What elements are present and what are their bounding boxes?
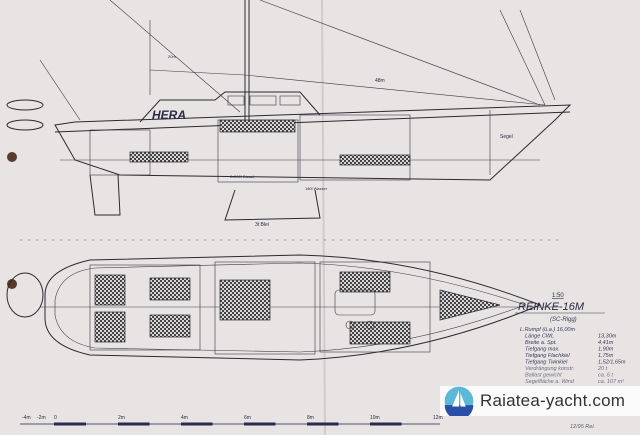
spec-value: 20 t [597,366,608,372]
title-block: 1:50 REINKE-16M (SC-Rigg) L.Rumpf (ü.a.)… [515,293,626,430]
spec-value: 1,75m [598,353,614,359]
backstay [109,0,241,113]
keel-ballast-label: 3t Blei [255,222,269,228]
hull-profile [54,104,572,181]
scale-segment [244,422,276,426]
scale-tick-label: 8m [307,415,314,421]
side-elevation: HERA 3t Blei 2x500l Diesel 180l Wasser S… [6,0,572,228]
scale-tick-label: -4m [22,415,31,421]
spec-label: Tiefgang Twinkiel [525,360,568,366]
spreader-label: 20m [168,54,176,59]
pin-hole [7,152,17,162]
scale-segment [118,422,150,426]
svg-text:L.Rumpf (ü.a.) 16,00m: L.Rumpf (ü.a.) 16,00m [520,327,575,333]
scale-tick-label: -2m [37,415,46,421]
boat-name: HERA [152,108,186,122]
scale-tick-label: 2m [118,415,125,421]
dinghy [6,99,44,111]
keel [224,189,321,221]
model-title: REINKE-16M [518,301,585,313]
paper-fold [321,0,326,435]
spec-label: Verdrängung konstr. [525,366,574,372]
spec-label: Breite a. Spt. [525,340,557,346]
rig-type: (SC-Rigg) [550,317,577,323]
scale-tick-label: 12m [433,415,443,421]
spec-label: Tiefgang Flachkiel [525,353,570,359]
pin-hole [7,279,17,289]
scale-tick-label: 4m [181,415,188,421]
spec-value: 1,52/1,65m [598,360,626,366]
scale-tick-label: 6m [244,415,251,421]
hull-plan-outline [44,254,542,361]
signature: 12/95 Rei. [570,424,595,430]
spec-label: L.Rumpf (ü.a.) [520,327,555,333]
forestay [259,0,541,106]
spec-value: 13,30m [598,334,617,340]
water-tank-label: 180l Wasser [305,186,328,191]
spec-label: Länge CWL [525,334,554,340]
scale-tick-label: 0 [54,415,57,421]
spec-value: 16,00m [557,327,576,333]
spec-value: 4,41m [598,340,614,346]
diesel-tank-label: 2x500l Diesel [230,174,254,179]
spec-label: Segelfläche a. Wind [525,379,575,385]
watermark: Raiatea-yacht.com [440,386,640,416]
dinghy-plan [6,272,44,318]
scale-segment [370,422,402,426]
sailboat-logo-icon [444,386,474,416]
sail-locker-label: Segel [500,134,513,140]
scale-segment [54,422,86,426]
watermark-text: Raiatea-yacht.com [480,391,626,410]
spec-label: Tiefgang max. [525,347,560,353]
spec-value: 1,90m [598,347,614,353]
rudder [89,174,121,216]
spec-value: ca. 6 t [598,373,613,379]
spec-value: ca. 107 m² [598,379,624,385]
scale-segment [181,422,213,426]
mast-height-label: 48m [375,78,385,84]
scale-segment [307,422,339,426]
spec-label: Ballast gewicht [525,373,562,379]
drawing-scale: 1:50 [552,293,564,299]
scale-bar: -4m -2m 0 2m 4m 6m 8m 10m 12m [20,415,443,426]
scale-tick-label: 10m [370,415,380,421]
deck-plan [6,254,560,361]
deckhouse [139,91,321,123]
